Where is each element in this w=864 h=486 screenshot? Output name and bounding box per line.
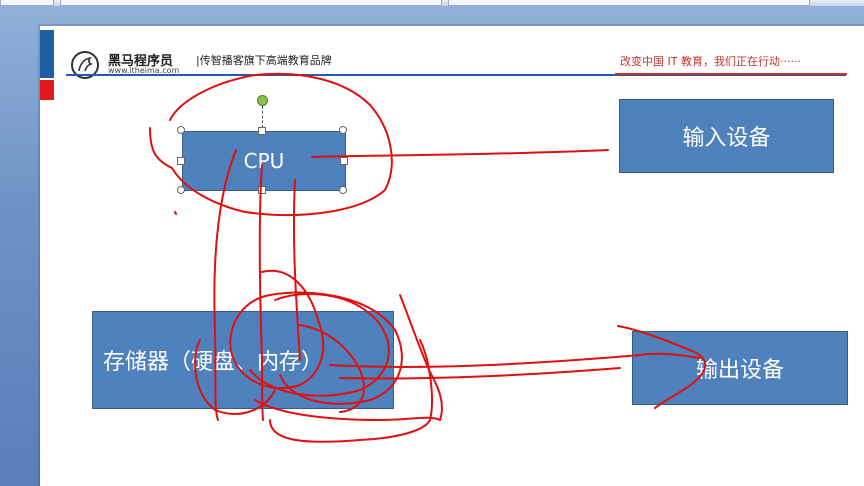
resize-handle-bottom-left[interactable]	[177, 186, 185, 194]
tagline: |传智播客旗下高端教育品牌	[196, 54, 332, 67]
rotation-handle[interactable]	[257, 95, 268, 106]
tab-strip	[0, 0, 864, 6]
header-divider	[66, 74, 846, 76]
resize-handle-left[interactable]	[177, 157, 185, 165]
tab[interactable]	[448, 0, 810, 6]
logo-name: 黑马程序员	[108, 54, 174, 69]
resize-handle-top[interactable]	[258, 127, 266, 135]
header-divider-red	[615, 73, 847, 75]
input-device-box[interactable]: 输入设备	[619, 99, 834, 173]
resize-handle-top-right[interactable]	[339, 126, 347, 134]
slogan: 改变中国 IT 教育，我们正在行动······	[620, 55, 801, 68]
accent-bar-red	[40, 80, 54, 100]
rotation-handle-line	[262, 106, 263, 128]
resize-handle-bottom[interactable]	[258, 186, 266, 194]
logo-horse-icon	[71, 51, 99, 79]
logo-url: www.itheima.com	[108, 66, 180, 75]
storage-box[interactable]: 存储器（硬盘、内存）	[92, 311, 394, 409]
cpu-box[interactable]: CPU	[182, 131, 346, 191]
slide[interactable]	[40, 26, 864, 486]
resize-handle-right[interactable]	[340, 157, 348, 165]
output-device-box[interactable]: 输出设备	[632, 331, 848, 405]
resize-handle-bottom-right[interactable]	[339, 186, 347, 194]
tab[interactable]	[0, 0, 54, 6]
accent-bar-blue	[40, 30, 54, 78]
tab[interactable]	[60, 0, 442, 6]
resize-handle-top-left[interactable]	[177, 126, 185, 134]
